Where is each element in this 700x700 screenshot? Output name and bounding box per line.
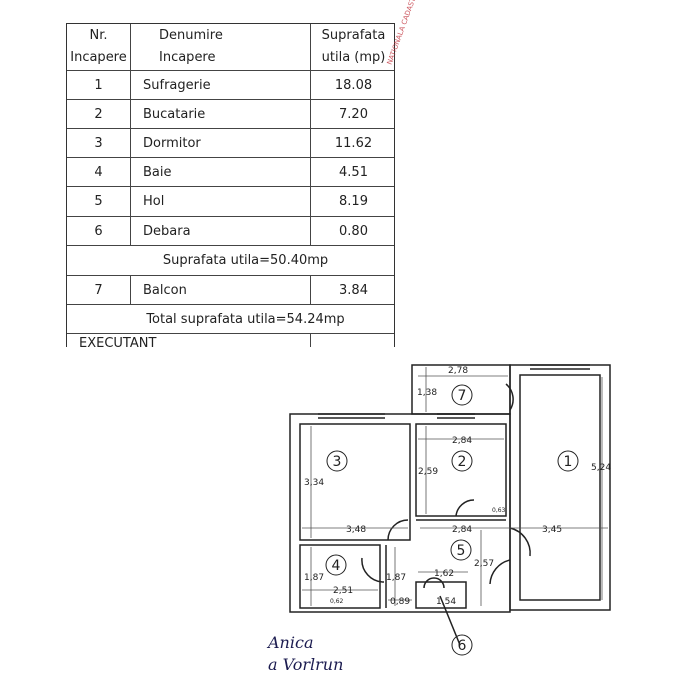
room-area: 0.80 — [339, 223, 368, 239]
room-number-2: 2 — [458, 454, 467, 470]
total-text: Total suprafata utila=54.24mp — [146, 311, 345, 327]
dim-hall-small-width: 1,62 — [434, 569, 454, 579]
signature-line-1: Anica — [268, 633, 314, 652]
header-nr-2: Incapere — [70, 50, 127, 65]
room-nr: 1 — [67, 71, 131, 99]
header-nr: Nr. — [89, 28, 108, 43]
room-nr: 2 — [67, 100, 131, 128]
dim-living-height: 5,24 — [591, 463, 611, 473]
dim-bedroom-width: 3,48 — [346, 525, 366, 535]
room-area: 3.84 — [339, 282, 368, 298]
header-area: Suprafata — [321, 28, 386, 43]
room-nr: 5 — [67, 187, 131, 216]
table-row: 3 Dormitor 11.62 — [67, 129, 394, 158]
room-area: 7.20 — [339, 106, 368, 122]
room-name: Sufragerie — [131, 71, 311, 99]
room-name: Hol — [131, 187, 311, 216]
dim-kitchen-height: 2,59 — [418, 467, 438, 477]
room-number-7: 7 — [458, 388, 467, 404]
dim-bath-height: 1,87 — [304, 573, 324, 583]
room-nr: 4 — [67, 158, 131, 186]
room-nr: 7 — [67, 276, 131, 304]
table-row: 6 Debara 0.80 — [67, 217, 394, 246]
dim-hall-height: 2,57 — [474, 559, 494, 569]
room-area: 11.62 — [334, 135, 373, 151]
dim-closet-width: 1,54 — [436, 597, 456, 607]
dim-kitchen-width: 2,84 — [452, 436, 472, 446]
room-name: Dormitor — [131, 129, 311, 157]
room-number-6: 6 — [458, 638, 467, 654]
room-area: 4.51 — [339, 164, 368, 180]
dim-small-2: 0,62 — [330, 598, 344, 605]
executant-label: EXECUTANT — [67, 334, 311, 347]
dim-small-1: 0,63 — [492, 507, 506, 514]
dim-bath-width: 2,51 — [333, 586, 353, 596]
room-name: Balcon — [131, 276, 311, 304]
room-nr: 3 — [67, 129, 131, 157]
dim-corridor-width: 0,89 — [390, 597, 410, 607]
table-row: 7 Balcon 3.84 — [67, 276, 394, 305]
room-area: 8.19 — [339, 194, 368, 209]
dim-balcony-height: 1,38 — [417, 388, 437, 398]
executant-row: EXECUTANT — [67, 334, 394, 347]
subtotal-row: Suprafata utila=50.40mp — [67, 246, 394, 276]
table-row: 2 Bucatarie 7.20 — [67, 100, 394, 129]
dim-balcony-width: 2,78 — [448, 366, 468, 376]
signature-line-2: a Vorlrun — [268, 655, 344, 674]
room-name: Bucatarie — [131, 100, 311, 128]
subtotal-text: Suprafata utila=50.40mp — [162, 253, 329, 268]
room-number-circles — [325, 384, 579, 656]
room-name: Debara — [131, 217, 311, 245]
dim-bedroom-height: 3,34 — [304, 478, 324, 488]
room-numbers: 1 2 3 4 5 6 7 — [332, 388, 573, 654]
room-number-4: 4 — [332, 558, 341, 574]
room-number-3: 3 — [333, 454, 342, 470]
room-area: 18.08 — [334, 77, 373, 93]
total-row: Total suprafata utila=54.24mp — [67, 305, 394, 334]
header-name-2: Incapere — [159, 50, 216, 65]
table-row: 4 Baie 4.51 — [67, 158, 394, 187]
handwritten-signature: Anica a Vorlrun — [268, 632, 343, 676]
header-area-2: utila (mp) — [321, 50, 386, 65]
dimension-lines — [302, 367, 608, 606]
room-number-1: 1 — [564, 454, 573, 470]
room-number-5: 5 — [457, 543, 466, 559]
room-name: Baie — [131, 158, 311, 186]
dim-corridor-height: 1,87 — [386, 573, 406, 583]
header-name: Denumire — [159, 28, 223, 43]
dim-living-width: 3,45 — [542, 525, 562, 535]
table-row: 5 Hol 8.19 — [67, 187, 394, 217]
table-row: 1 Sufragerie 18.08 — [67, 71, 394, 100]
room-nr: 6 — [67, 217, 131, 245]
dim-hall-width: 2,84 — [452, 525, 472, 535]
dimension-labels: 2,78 1,38 2,84 2,59 3,34 3,48 5,24 3,45 … — [304, 366, 611, 607]
